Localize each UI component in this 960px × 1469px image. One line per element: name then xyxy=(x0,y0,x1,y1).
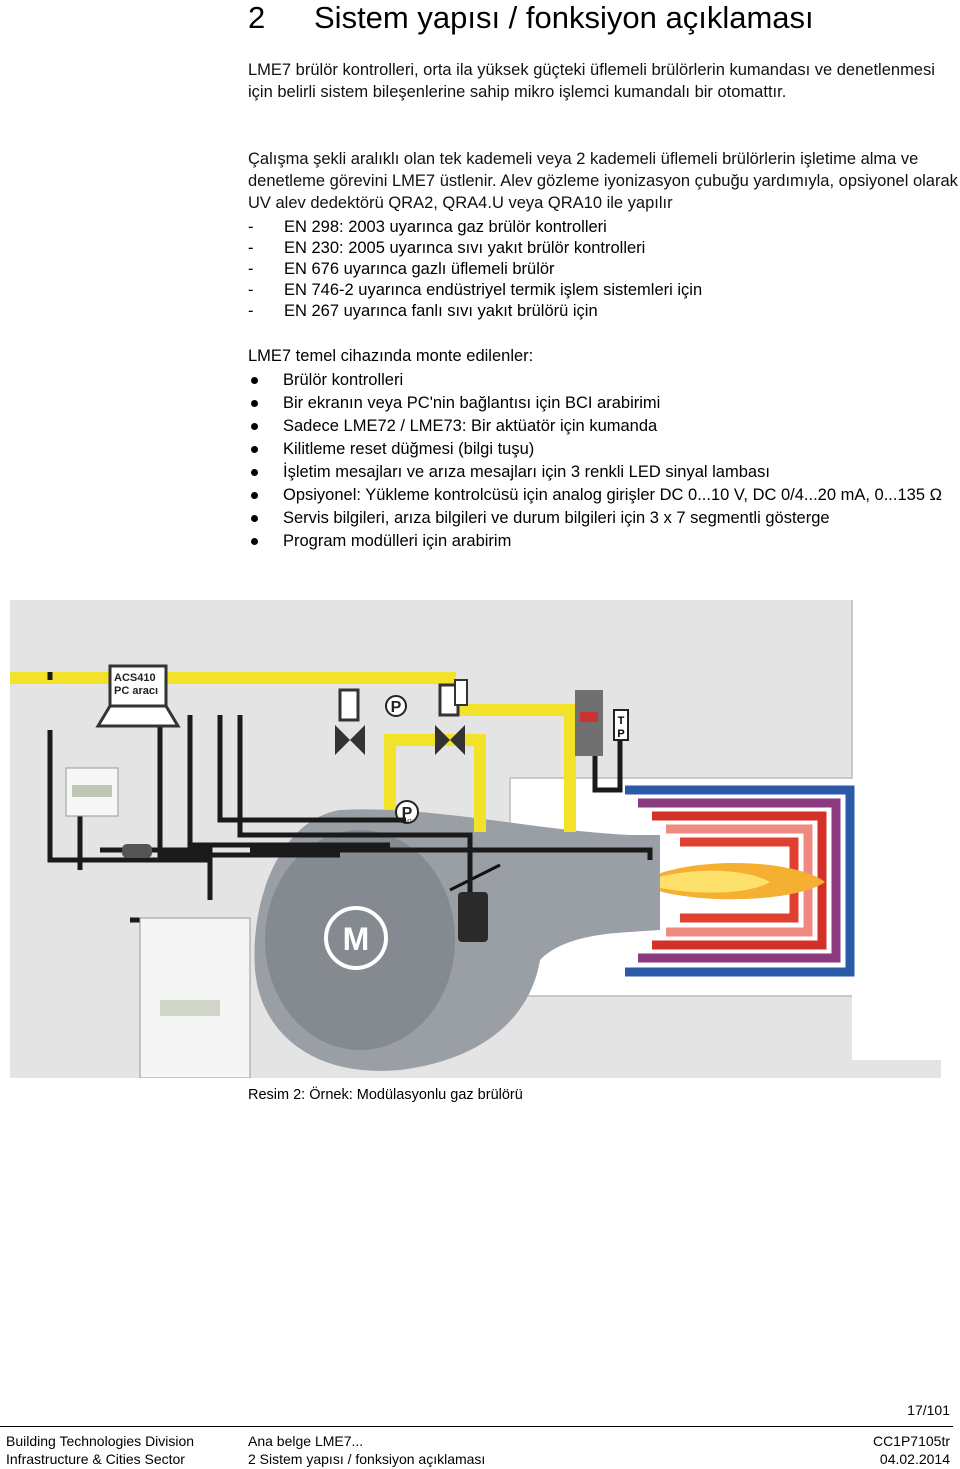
bullet-icon xyxy=(248,438,283,461)
bci-plug xyxy=(122,844,152,858)
gas-valve-1 xyxy=(335,688,365,755)
list-item: Brülör kontrolleri xyxy=(248,369,948,392)
list-item: Program modülleri için arabirim xyxy=(248,530,948,553)
svg-text:P: P xyxy=(617,728,624,740)
flame-core xyxy=(655,870,770,893)
burner-system-diagram: M P P LMT T P xyxy=(10,600,941,1079)
list-item: -EN 746-2 uyarınca endüstriyel termik iş… xyxy=(248,281,703,299)
components-intro: LME7 temel cihazında monte edilenler: xyxy=(248,347,534,365)
svg-text:LMT: LMT xyxy=(402,819,412,825)
section-title: Sistem yapısı / fonksiyon açıklaması xyxy=(314,0,814,35)
figure-caption: Resim 2: Örnek: Modülasyonlu gaz brülörü xyxy=(248,1087,523,1103)
exchanger-blue xyxy=(625,785,855,977)
list-item: Servis bilgileri, arıza bilgileri ve dur… xyxy=(248,507,948,530)
bullet-icon xyxy=(248,415,283,438)
svg-text:ACS410: ACS410 xyxy=(114,672,156,684)
actuator xyxy=(458,892,488,942)
list-item: -EN 230: 2005 uyarınca sıvı yakıt brülör… xyxy=(248,239,646,257)
bullet-icon xyxy=(248,530,283,553)
svg-text:PC aracı: PC aracı xyxy=(114,685,158,697)
section-number: 2 xyxy=(248,0,266,35)
bullet-icon xyxy=(248,507,283,530)
standards-list: -EN 298: 2003 uyarınca gaz brülör kontro… xyxy=(248,217,702,322)
list-item: Bir ekranın veya PC'nin bağlantısı için … xyxy=(248,392,948,415)
footer-middle: Ana belge LME7... 2 Sistem yapısı / fonk… xyxy=(248,1433,486,1467)
section-heading: 2 Sistem yapısı / fonksiyon açıklaması xyxy=(248,0,814,38)
list-item: Sadece LME72 / LME73: Bir aktüatör için … xyxy=(248,415,948,438)
bullet-icon xyxy=(248,392,283,415)
list-item: -EN 267 uyarınca fanlı sıvı yakıt brülör… xyxy=(248,302,598,320)
list-item: İşletim mesajları ve arıza mesajları içi… xyxy=(248,461,948,484)
operation-paragraph: Çalışma şekli aralıklı olan tek kademeli… xyxy=(248,150,958,212)
list-item: Kilitleme reset düğmesi (bilgi tuşu) xyxy=(248,438,948,461)
bullet-icon xyxy=(248,484,283,507)
list-item: Opsiyonel: Yükleme kontrolcüsü için anal… xyxy=(248,484,948,507)
lme7-base-unit xyxy=(139,917,251,1079)
bullet-icon xyxy=(248,461,283,484)
temp-pressure-sensor: T P xyxy=(613,709,629,741)
page-number: 17/101 xyxy=(907,1402,950,1418)
svg-text:P: P xyxy=(391,699,402,716)
motor-circle xyxy=(324,906,388,970)
list-item: -EN 676 uyarınca gazlı üflemeli brülör xyxy=(248,260,555,278)
svg-text:P: P xyxy=(402,805,413,822)
footer-left: Building Technologies Division Infrastru… xyxy=(6,1433,195,1467)
boiler-outline xyxy=(509,600,853,997)
laptop-acs410: ACS410 PC aracı xyxy=(95,664,181,728)
motor-icon: M xyxy=(343,921,370,957)
bullet-icon xyxy=(248,369,283,392)
exchanger-purple xyxy=(638,798,841,963)
diagram-svg: M P P LMT T P xyxy=(10,600,941,1079)
fan-housing xyxy=(265,830,455,1050)
display-unit xyxy=(65,767,119,817)
components-list: Brülör kontrolleri Bir ekranın veya PC'n… xyxy=(248,369,948,553)
load-controller xyxy=(575,690,603,756)
gas-valve-2 xyxy=(435,679,468,755)
footer-right: CC1P7105tr 04.02.2014 xyxy=(872,1433,950,1467)
svg-text:T: T xyxy=(618,715,625,727)
footer-divider xyxy=(0,1426,953,1427)
list-item: -EN 298: 2003 uyarınca gaz brülör kontro… xyxy=(248,218,607,236)
intro-paragraph: LME7 brülör kontrolleri, orta ila yüksek… xyxy=(248,61,935,101)
pressure-switch-1: P xyxy=(385,695,407,717)
